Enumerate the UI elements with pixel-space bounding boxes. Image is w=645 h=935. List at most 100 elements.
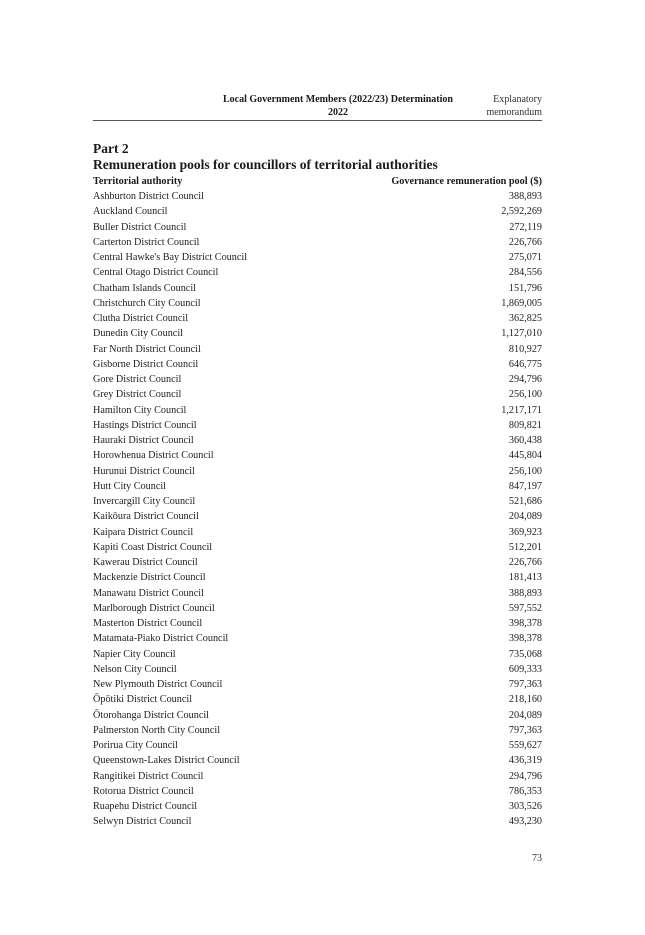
authority-name: Hauraki District Council xyxy=(93,435,194,446)
table-row: Queenstown-Lakes District Council 436,319 xyxy=(93,753,542,768)
authority-name: Gore District Council xyxy=(93,374,182,385)
table-row: Far North District Council 810,927 xyxy=(93,342,542,357)
authority-name: Queenstown-Lakes District Council xyxy=(93,755,240,767)
header-divider xyxy=(93,120,542,121)
table-row: Gore District Council 294,796 xyxy=(93,372,542,387)
pool-value: 735,068 xyxy=(508,648,542,660)
pool-value: 294,796 xyxy=(508,770,542,782)
authority-name: Napier City Council xyxy=(93,648,176,660)
pool-value: 646,775 xyxy=(508,358,542,370)
authority-name: Porirua City Council xyxy=(93,740,178,751)
pool-value: 810,927 xyxy=(508,343,542,355)
header-side-line1: Explanatory xyxy=(493,94,542,105)
pool-value: 609,333 xyxy=(508,663,542,675)
authority-name: Kaipara District Council xyxy=(93,526,194,538)
authority-name: Mackenzie District Council xyxy=(93,572,206,584)
table-row: Mackenzie District Council 181,413 xyxy=(93,570,542,585)
header-side-line2: memorandum xyxy=(486,107,542,118)
authority-name: Matamata-Piako District Council xyxy=(93,633,229,645)
pool-value: 1,869,005 xyxy=(501,297,542,309)
pool-value: 493,230 xyxy=(508,816,542,828)
table-row: Hutt City Council 847,197 xyxy=(93,479,542,494)
pool-value: 360,438 xyxy=(508,435,542,446)
table-row: Rangitikei District Council 294,796 xyxy=(93,769,542,784)
pool-value: 388,893 xyxy=(508,191,542,202)
table-row: Selwyn District Council 493,230 xyxy=(93,814,542,829)
table-row: Porirua City Council 559,627 xyxy=(93,738,542,753)
pool-value: 369,923 xyxy=(508,526,542,538)
authority-name: Selwyn District Council xyxy=(93,816,192,828)
part-label: Part 2 xyxy=(93,141,129,156)
authority-name: Carterton District Council xyxy=(93,236,200,248)
table-row: Manawatu District Council 388,893 xyxy=(93,586,542,601)
table-row: Nelson City Council 609,333 xyxy=(93,662,542,677)
pool-value: 512,201 xyxy=(508,541,542,553)
pool-value: 204,089 xyxy=(508,511,542,523)
pool-value: 2,592,269 xyxy=(501,206,542,218)
authority-name: Marlborough District Council xyxy=(93,602,215,614)
pool-value: 218,160 xyxy=(508,694,542,706)
running-header: Local Government Members (2022/23) Deter… xyxy=(93,93,542,120)
pool-value: 445,804 xyxy=(508,450,542,462)
pool-value: 204,089 xyxy=(508,709,542,721)
authority-name: Rotorua District Council xyxy=(93,785,194,797)
pool-value: 398,378 xyxy=(508,633,542,645)
authority-name: Ashburton District Council xyxy=(93,191,204,202)
header-title-line2: 2022 xyxy=(328,107,348,118)
column-header-pool: Governance remuneration pool ($) xyxy=(391,176,542,187)
running-header-side-label: Explanatory memorandum xyxy=(486,93,542,119)
authority-name: Hastings District Council xyxy=(93,419,197,431)
authority-name: Invercargill City Council xyxy=(93,496,196,507)
table-header-row: Territorial authority Governance remuner… xyxy=(93,174,542,189)
pool-value: 797,363 xyxy=(508,724,542,736)
pool-value: 294,796 xyxy=(508,374,542,385)
authority-name: Clutha District Council xyxy=(93,313,189,324)
pool-value: 521,686 xyxy=(508,496,542,507)
authority-name: New Plymouth District Council xyxy=(93,679,223,690)
table-row: Matamata-Piako District Council 398,378 xyxy=(93,631,542,646)
running-header-title: Local Government Members (2022/23) Deter… xyxy=(193,93,483,119)
pool-value: 1,217,171 xyxy=(501,404,542,416)
remuneration-pool-table: Territorial authority Governance remuner… xyxy=(93,174,542,830)
authority-name: Far North District Council xyxy=(93,343,201,355)
page-number: 73 xyxy=(532,853,542,864)
pool-value: 256,100 xyxy=(508,465,542,477)
pool-value: 559,627 xyxy=(508,740,542,751)
table-row: Hamilton City Council 1,217,171 xyxy=(93,403,542,418)
pool-value: 181,413 xyxy=(508,572,542,584)
authority-name: Grey District Council xyxy=(93,389,182,401)
table-row: Kaipara District Council 369,923 xyxy=(93,525,542,540)
authority-name: Nelson City Council xyxy=(93,663,177,675)
pool-value: 226,766 xyxy=(508,236,542,248)
pool-value: 847,197 xyxy=(508,480,542,492)
pool-value: 436,319 xyxy=(508,755,542,767)
authority-name: Palmerston North City Council xyxy=(93,724,221,736)
authority-name: Rangitikei District Council xyxy=(93,770,204,782)
pool-value: 797,363 xyxy=(508,679,542,690)
table-row: Palmerston North City Council 797,363 xyxy=(93,723,542,738)
pool-value: 786,353 xyxy=(508,785,542,797)
authority-name: Manawatu District Council xyxy=(93,587,204,599)
pool-value: 272,119 xyxy=(509,221,542,233)
table-row: Carterton District Council 226,766 xyxy=(93,235,542,250)
authority-name: Kawerau District Council xyxy=(93,557,198,568)
authority-name: Hurunui District Council xyxy=(93,465,195,477)
authority-name: Hutt City Council xyxy=(93,480,167,492)
authority-name: Hamilton City Council xyxy=(93,404,187,416)
pool-value: 388,893 xyxy=(508,587,542,599)
